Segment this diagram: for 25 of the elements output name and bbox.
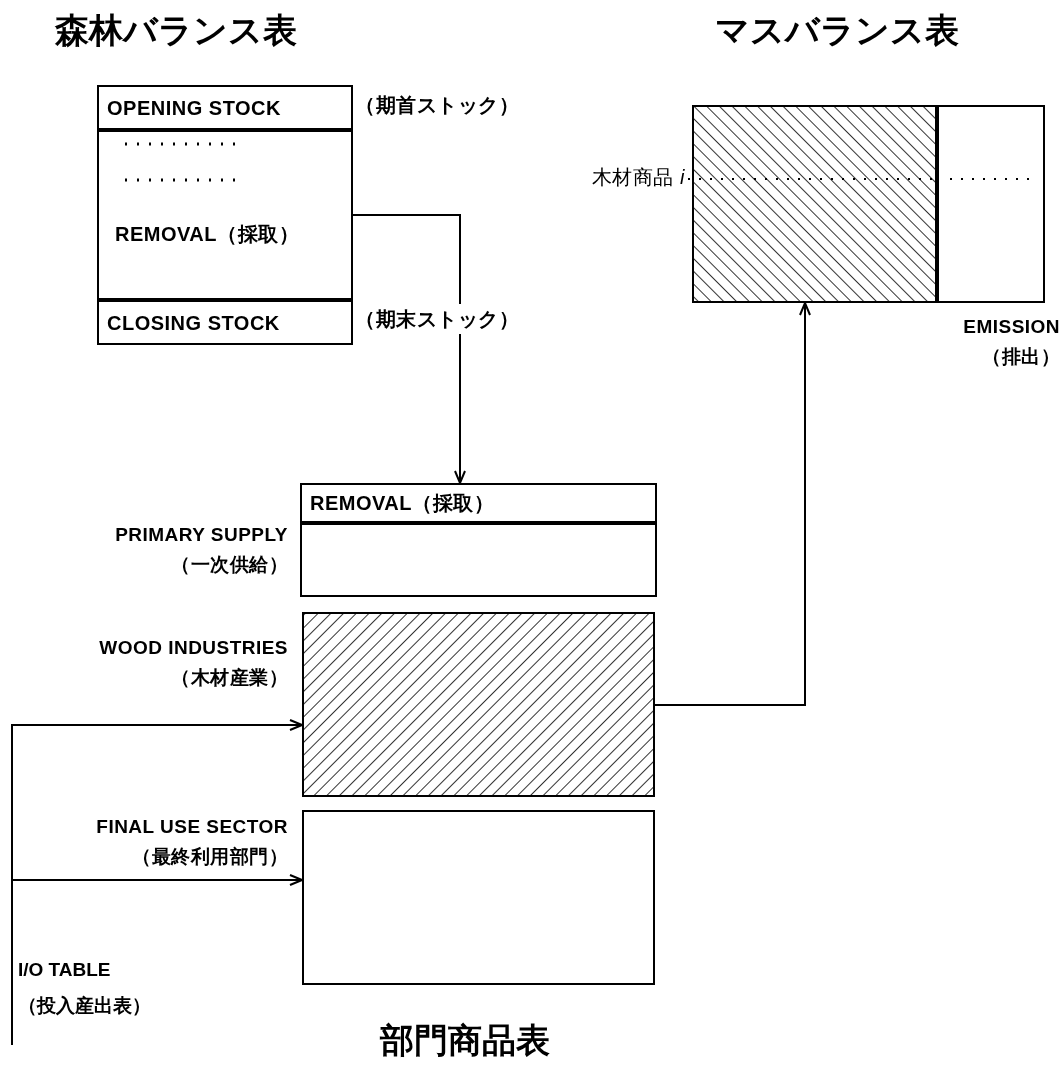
table-row: [97, 130, 353, 300]
row-text: REMOVAL（採取）: [310, 491, 494, 516]
row-text: REMOVAL（採取）: [115, 222, 299, 247]
table-title: 部門商品表: [380, 1022, 551, 1058]
side-label: PRIMARY SUPPLY （一次供給）: [114, 523, 288, 577]
side-label: FINAL USE SECTOR （最終利用部門）: [95, 815, 288, 869]
table-block: [300, 523, 657, 597]
row-text: OPENING STOCK: [107, 95, 281, 121]
row-label: I/O TABLE （投入産出表）: [18, 958, 152, 1018]
side-label: WOOD INDUSTRIES （木材産業）: [98, 636, 288, 690]
table-title: 森林バランス表: [55, 12, 298, 48]
table-title: マスバランス表: [715, 12, 960, 48]
hatched-block: [302, 612, 655, 797]
arrow: [352, 214, 466, 484]
side-label: 木材商品 i: [591, 165, 685, 190]
arrow: [11, 874, 303, 1046]
table-row: [97, 300, 353, 345]
row-text: CLOSING STOCK: [107, 310, 280, 336]
hatched-block: [692, 105, 937, 303]
table-row: [300, 483, 657, 523]
side-label: EMISSION （排出）: [962, 315, 1060, 369]
arrow: [654, 302, 811, 706]
table-row: [97, 85, 353, 130]
table-column: [937, 105, 1045, 303]
table-block: [302, 810, 655, 985]
